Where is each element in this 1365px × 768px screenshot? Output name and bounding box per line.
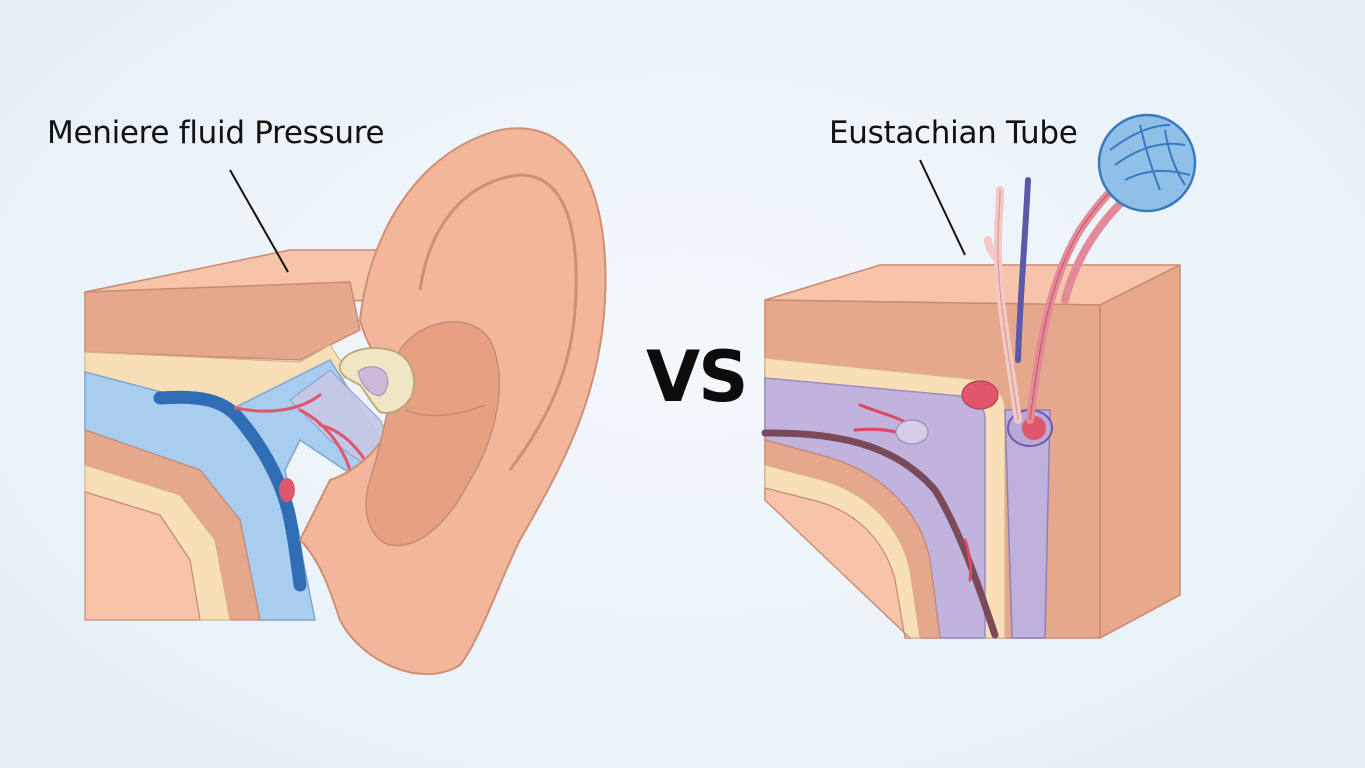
- eustachian-label: Eustachian Tube: [829, 115, 1078, 151]
- ossicle-inner: [357, 366, 389, 397]
- pale-vessel-outline: [997, 189, 1019, 421]
- tissue-block-body: [84, 281, 361, 361]
- bottom-skin: [764, 487, 912, 639]
- ear-helix: [418, 173, 578, 471]
- ear-cross-section: [84, 127, 607, 676]
- left-leader-line: [229, 169, 289, 273]
- blue-vessel: [153, 390, 307, 592]
- skin-layer-bottom: [84, 491, 201, 621]
- red-vessel: [233, 393, 367, 472]
- meniere-label: Meniere fluid Pressure: [47, 115, 385, 151]
- dark-vessel: [761, 429, 999, 639]
- red-lump: [961, 380, 999, 410]
- blue-globe: [1097, 113, 1197, 213]
- ear-canal-line: [404, 404, 486, 417]
- vs-separator: VS: [646, 336, 749, 418]
- tube-cross-section: [761, 113, 1197, 640]
- purple-vessel: [1015, 177, 1031, 363]
- right-leader-line: [919, 159, 966, 256]
- block-side: [1099, 263, 1181, 640]
- tube-opening: [895, 419, 929, 445]
- globe-vessels: [1109, 124, 1191, 191]
- red-node: [279, 478, 295, 502]
